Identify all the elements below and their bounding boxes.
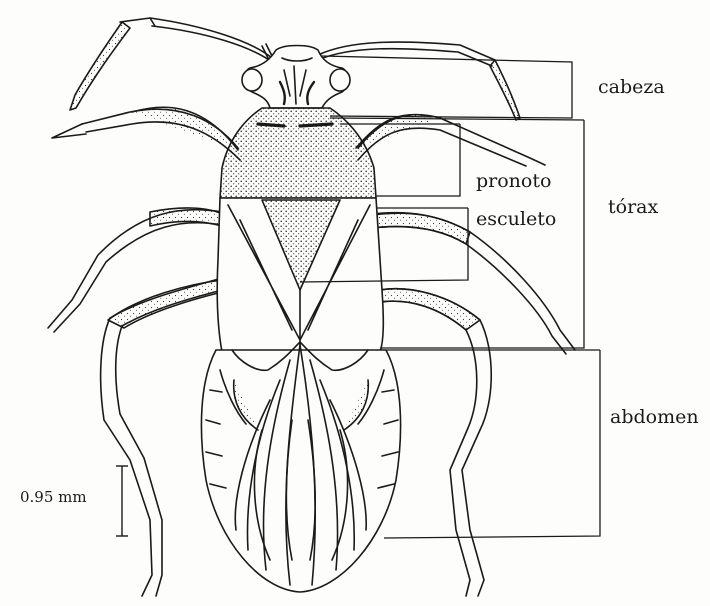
pronotum — [220, 108, 376, 198]
label-cabeza: cabeza — [598, 78, 665, 97]
antenna-left — [70, 18, 272, 110]
hemelytra — [217, 198, 383, 352]
scale-bar — [116, 466, 128, 536]
leg-mid-right — [372, 213, 575, 354]
scale-bar-label: 0.95 mm — [20, 490, 87, 505]
abdomen-body — [201, 342, 400, 592]
label-torax: tórax — [608, 198, 658, 217]
label-esculeto: esculeto — [476, 210, 556, 229]
label-abdomen: abdomen — [610, 408, 699, 427]
torax-bracket — [380, 118, 584, 348]
cabeza-bracket — [322, 56, 572, 118]
label-pronoto: pronoto — [476, 172, 551, 191]
leg-front-right — [356, 115, 545, 166]
leg-front-left — [52, 107, 240, 160]
